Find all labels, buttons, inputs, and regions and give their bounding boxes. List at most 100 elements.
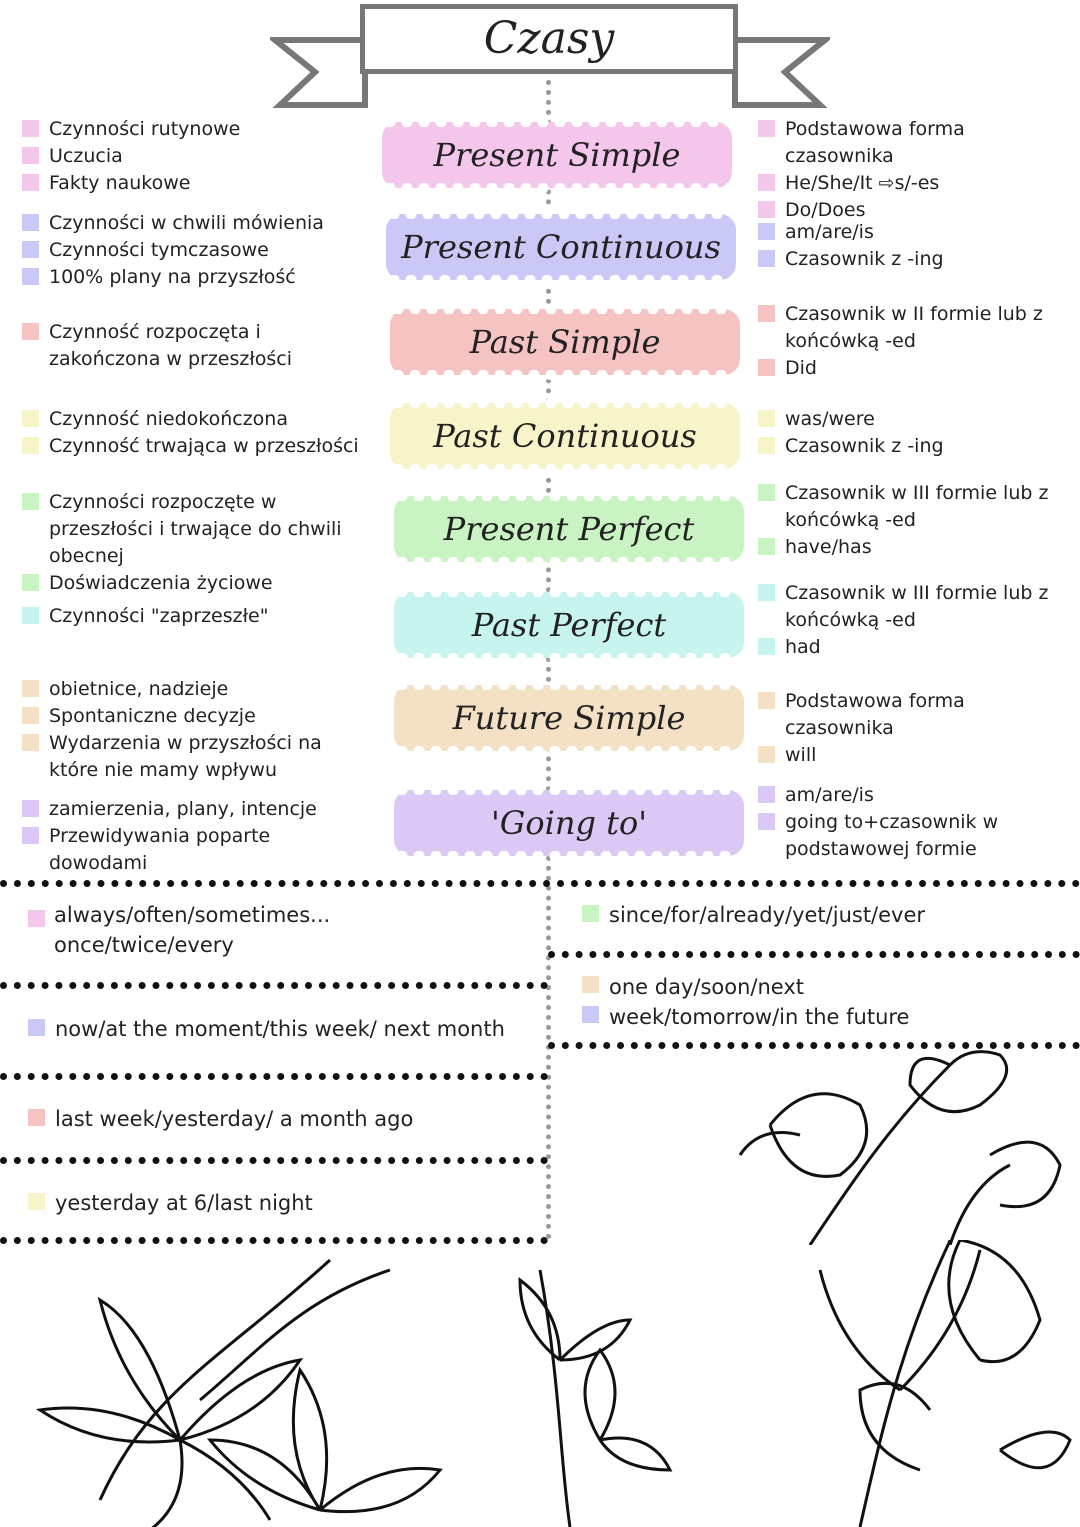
tense-label: Past Continuous: [390, 398, 740, 474]
list-item-text: am/are/is: [785, 221, 874, 243]
tense-label: Future Simple: [394, 680, 744, 756]
time-expr-present-continuous: now/at the moment/this week/ next month: [28, 1014, 505, 1044]
tense-uses-list: Czynność rozpoczęta i zakończona w przes…: [22, 319, 372, 373]
tense-uses-list: Czynności "zaprzeszłe": [22, 603, 372, 630]
list-item: Czasownik z -ing: [758, 246, 1078, 273]
color-square-icon: [22, 607, 39, 624]
tense-forms-list: Czasownik w III formie lub z końcówką -e…: [758, 480, 1078, 561]
list-item-text: Czasownik w II formie lub z końcówką -ed: [785, 303, 1043, 352]
list-item: will: [758, 742, 1078, 769]
tense-forms-list: am/are/is going to+czasownik w podstawowe…: [758, 782, 1078, 863]
color-square-icon: [22, 800, 39, 817]
color-square-icon: [758, 437, 775, 454]
list-item: Czynności w chwili mówienia: [22, 210, 372, 237]
list-item-text: Podstawowa forma czasownika: [785, 118, 965, 167]
list-item: going to+czasownik w podstawowej formie: [758, 809, 1078, 863]
list-item-text: Czynności rutynowe: [49, 118, 241, 140]
list-item-text: Czynność niedokończona: [49, 408, 288, 430]
color-square-icon: [22, 241, 39, 258]
color-square-icon: [22, 214, 39, 231]
color-square-icon: [22, 120, 39, 137]
list-item: Czynność niedokończona: [22, 406, 372, 433]
tense-forms-list: Czasownik w III formie lub z końcówką -e…: [758, 580, 1078, 661]
color-square-icon: [22, 827, 39, 844]
list-item: Wydarzenia w przyszłości na które nie ma…: [22, 730, 372, 784]
divider: [0, 1237, 548, 1244]
tense-forms-list: Czasownik w II formie lub z końcówką -ed…: [758, 301, 1078, 382]
color-square-icon: [758, 813, 775, 830]
list-item-text: Czynności w chwili mówienia: [49, 212, 324, 234]
color-square-icon: [22, 707, 39, 724]
list-item-text: Czynność rozpoczęta i zakończona w przes…: [49, 321, 293, 370]
color-square-icon: [22, 323, 39, 340]
list-item-text: Czasownik w III formie lub z końcówką -e…: [785, 582, 1049, 631]
list-item: have/has: [758, 534, 1078, 561]
list-item: had: [758, 634, 1078, 661]
color-square-icon: [758, 359, 775, 376]
color-square-icon: [758, 410, 775, 427]
list-item-text: Podstawowa forma czasownika: [785, 690, 965, 739]
time-expr-present-simple: always/often/sometimes... once/twice/eve…: [28, 900, 348, 960]
tense-label: 'Going to': [394, 785, 744, 861]
color-square-icon: [22, 410, 39, 427]
list-item-text: have/has: [785, 536, 872, 558]
color-square-icon: [758, 174, 775, 191]
tense-label: Present Simple: [382, 117, 732, 193]
list-item: Czynności rozpoczęte w przeszłości i trw…: [22, 489, 372, 570]
list-item: was/were: [758, 406, 1078, 433]
list-item: zamierzenia, plany, intencje: [22, 796, 372, 823]
flower-illustration-icon: [738, 1050, 1062, 1245]
tense-forms-list: Podstawowa forma czasownika will: [758, 688, 1078, 769]
color-square-icon: [22, 437, 39, 454]
list-item-text: was/were: [785, 408, 875, 430]
divider: [0, 1157, 548, 1164]
color-square-icon: [758, 638, 775, 655]
list-item-text: Czasownik z -ing: [785, 248, 944, 270]
color-square-icon: [22, 147, 39, 164]
list-item: He/She/It ⇨s/-es: [758, 170, 1078, 197]
list-item: Uczucia: [22, 143, 372, 170]
list-item-text: Czynność trwająca w przeszłości: [49, 435, 359, 457]
list-item-text: Czynności "zaprzeszłe": [49, 605, 269, 627]
list-item: Did: [758, 355, 1078, 382]
tense-label: Past Perfect: [394, 587, 744, 663]
list-item-text: 100% plany na przyszłość: [49, 266, 296, 288]
time-expr-past-simple: last week/yesterday/ a month ago: [28, 1104, 413, 1134]
tense-uses-list: Czynności rozpoczęte w przeszłości i trw…: [22, 489, 372, 597]
color-square-icon: [758, 746, 775, 763]
list-item: Czynność rozpoczęta i zakończona w przes…: [22, 319, 372, 373]
list-item-text: Fakty naukowe: [49, 172, 191, 194]
color-square-icon: [22, 680, 39, 697]
list-item: Przewidywania poparte dowodami: [22, 823, 372, 877]
color-square-icon: [758, 538, 775, 555]
list-item: Czasownik w II formie lub z końcówką -ed: [758, 301, 1078, 355]
list-item-text: He/She/It ⇨s/-es: [785, 172, 940, 194]
divider: [0, 880, 1080, 887]
color-square-icon: [758, 584, 775, 601]
list-item-text: am/are/is: [785, 784, 874, 806]
divider: [0, 1073, 548, 1080]
list-item: obietnice, nadzieje: [22, 676, 372, 703]
color-square-icon: [758, 305, 775, 322]
list-item-text: Czynności tymczasowe: [49, 239, 269, 261]
list-item: Czynności "zaprzeszłe": [22, 603, 372, 630]
time-expr-past-continuous: yesterday at 6/last night: [28, 1188, 313, 1218]
tense-label: Present Continuous: [386, 209, 736, 285]
list-item-text: going to+czasownik w podstawowej formie: [785, 811, 999, 860]
list-item-text: had: [785, 636, 821, 658]
list-item-text: Uczucia: [49, 145, 123, 167]
list-item: Czynność trwająca w przeszłości: [22, 433, 372, 460]
list-item: Czasownik z -ing: [758, 433, 1078, 460]
flower-illustration-icon: [35, 1240, 1072, 1527]
tense-label: Present Perfect: [394, 491, 744, 567]
color-square-icon: [758, 223, 775, 240]
list-item: am/are/is: [758, 219, 1078, 246]
list-item: Podstawowa forma czasownika: [758, 116, 1078, 170]
list-item: Podstawowa forma czasownika: [758, 688, 1078, 742]
